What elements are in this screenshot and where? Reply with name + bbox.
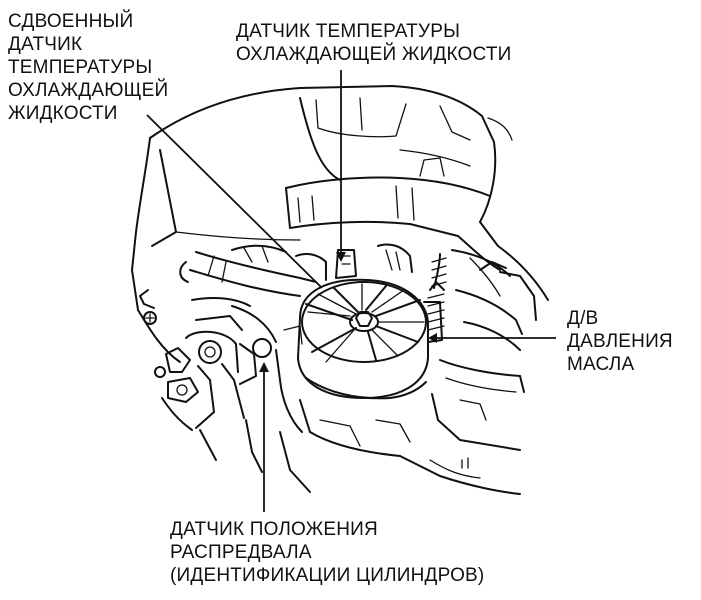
label-oil-pressure-sensor: Д/В ДАВЛЕНИЯ МАСЛА <box>567 307 673 376</box>
leader-dual-coolant <box>146 114 323 289</box>
label-line: РАСПРЕДВАЛА <box>170 542 312 563</box>
label-line: ДАТЧИК ТЕМПЕРАТУРЫ <box>236 21 461 42</box>
label-line: (ИДЕНТИФИКАЦИИ ЦИЛИНДРОВ) <box>170 565 485 586</box>
lower-left-block <box>131 269 303 433</box>
leader-lines <box>146 70 556 512</box>
label-line: ДАТЧИК ПОЛОЖЕНИЯ <box>170 519 378 540</box>
hoses <box>179 243 413 297</box>
right-block <box>431 249 537 469</box>
label-line: ЖИДКОСТИ <box>8 103 118 124</box>
label-line: ДАТЧИК <box>8 34 83 55</box>
label-camshaft-position-sensor: ДАТЧИК ПОЛОЖЕНИЯ РАСПРЕДВАЛА (ИДЕНТИФИКА… <box>170 518 484 587</box>
label-line: ДАВЛЕНИЯ <box>567 331 673 352</box>
label-line: ТЕМПЕРАТУРЫ <box>8 57 153 78</box>
label-dual-coolant-temp-sensor: СДВОЕННЫЙ ДАТЧИК ТЕМПЕРАТУРЫ ОХЛАЖДАЮЩЕЙ… <box>8 10 168 125</box>
label-line: СДВОЕННЫЙ <box>8 11 134 32</box>
bottom-structure <box>199 399 521 495</box>
label-line: ОХЛАЖДАЮЩЕЙ <box>8 80 169 101</box>
label-coolant-temp-sensor: ДАТЧИК ТЕМПЕРАТУРЫ ОХЛАЖДАЮЩЕЙ ЖИДКОСТИ <box>236 20 512 66</box>
label-line: МАСЛА <box>567 354 635 375</box>
label-line: Д/В <box>567 308 599 329</box>
filter-cap <box>297 253 447 400</box>
arrowhead-cam <box>259 362 269 372</box>
upper-housing <box>131 85 549 301</box>
label-line: ОХЛАЖДАЮЩЕЙ ЖИДКОСТИ <box>236 44 512 65</box>
